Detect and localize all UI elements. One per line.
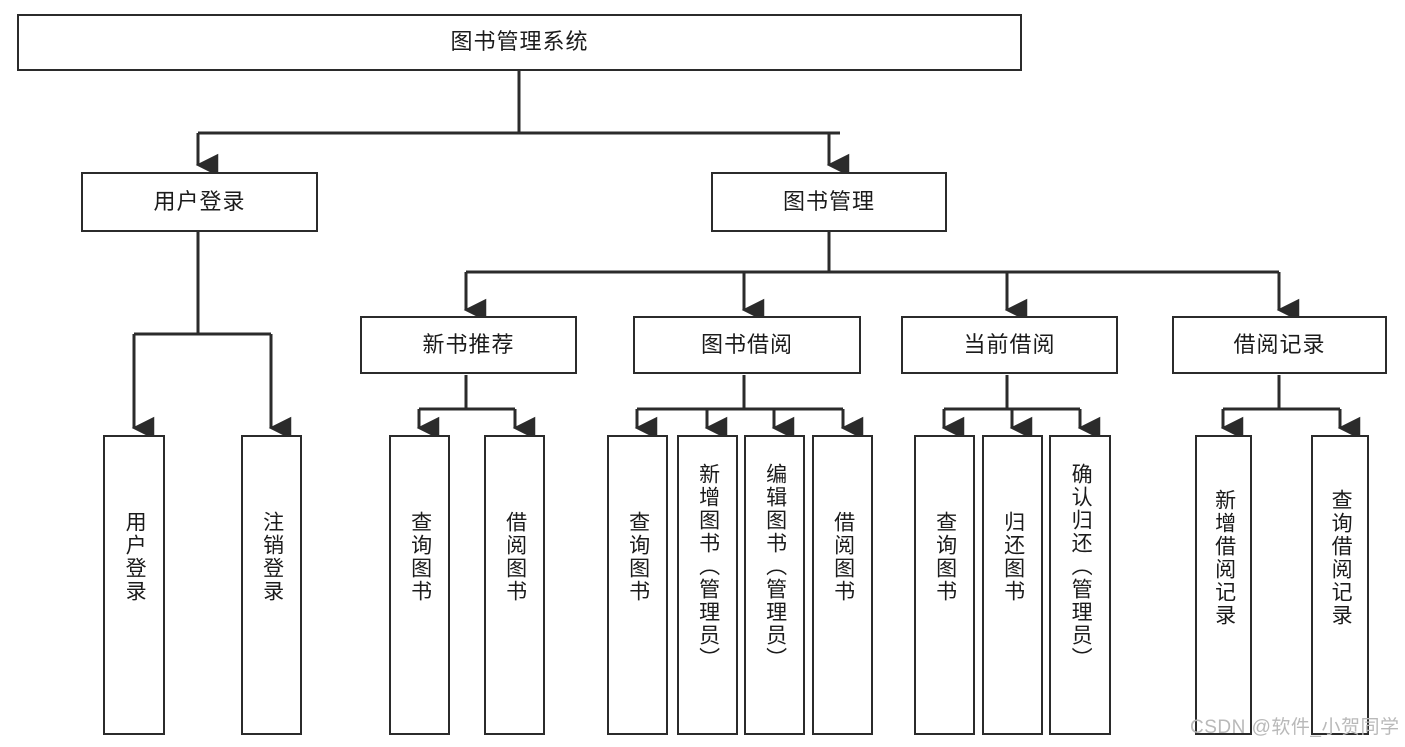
node-label: 用户登录 (153, 188, 246, 214)
leaf-user-login-logout[interactable]: 注销登录 (241, 435, 302, 735)
leaf-borrow-record-query-record[interactable]: 查询借阅记录 (1311, 435, 1369, 735)
leaf-borrow-record-add-record[interactable]: 新增借阅记录 (1195, 435, 1252, 735)
node-current-borrow[interactable]: 当前借阅 (901, 316, 1118, 374)
node-root-book-management-system[interactable]: 图书管理系统 (17, 14, 1022, 71)
node-book-management[interactable]: 图书管理 (711, 172, 947, 232)
node-label: 新增图书（管理员） (696, 463, 720, 670)
node-book-borrow[interactable]: 图书借阅 (633, 316, 861, 374)
leaf-user-login-login[interactable]: 用户登录 (103, 435, 165, 735)
node-label: 借阅图书 (831, 511, 855, 603)
node-label: 图书管理系统 (450, 29, 589, 55)
node-label: 查询借阅记录 (1329, 489, 1353, 627)
node-label: 借阅图书 (503, 511, 527, 603)
leaf-book-borrow-borrow-book[interactable]: 借阅图书 (812, 435, 873, 735)
node-new-book-recommend[interactable]: 新书推荐 (360, 316, 577, 374)
node-label: 归还图书 (1001, 511, 1025, 603)
leaf-new-book-borrow-book[interactable]: 借阅图书 (484, 435, 545, 735)
leaf-new-book-query-book[interactable]: 查询图书 (389, 435, 450, 735)
leaf-current-borrow-return-book[interactable]: 归还图书 (982, 435, 1043, 735)
leaf-book-borrow-add-book-admin[interactable]: 新增图书（管理员） (677, 435, 738, 735)
node-label: 新增借阅记录 (1212, 489, 1236, 627)
node-label: 确认归还（管理员） (1069, 463, 1093, 670)
leaf-book-borrow-edit-book-admin[interactable]: 编辑图书（管理员） (744, 435, 805, 735)
node-label: 查询图书 (626, 511, 650, 603)
node-label: 查询图书 (933, 511, 957, 603)
leaf-book-borrow-query-book[interactable]: 查询图书 (607, 435, 668, 735)
leaf-current-borrow-confirm-return-admin[interactable]: 确认归还（管理员） (1049, 435, 1111, 735)
node-label: 图书借阅 (700, 331, 793, 357)
node-label: 注销登录 (260, 511, 284, 603)
node-label: 借阅记录 (1233, 331, 1326, 357)
node-borrow-record[interactable]: 借阅记录 (1172, 316, 1387, 374)
node-label: 图书管理 (782, 188, 875, 214)
leaf-current-borrow-query-book[interactable]: 查询图书 (914, 435, 975, 735)
node-user-login[interactable]: 用户登录 (81, 172, 318, 232)
node-label: 编辑图书（管理员） (763, 463, 787, 670)
node-label: 当前借阅 (963, 331, 1056, 357)
node-label: 用户登录 (123, 511, 147, 603)
node-label: 新书推荐 (422, 331, 515, 357)
watermark: CSDN @软件_小贺同学 (1190, 717, 1400, 738)
node-label: 查询图书 (408, 511, 432, 603)
